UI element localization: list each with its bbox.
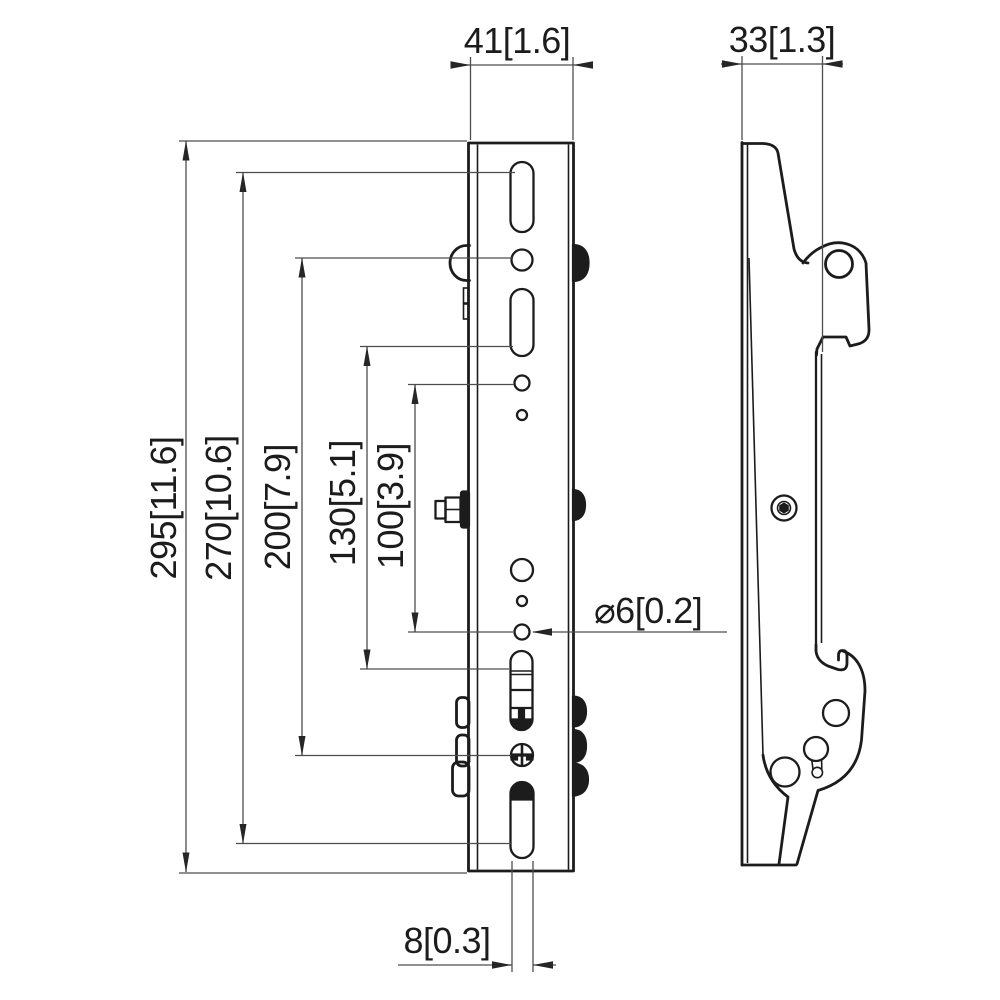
left-tab-1 bbox=[455, 696, 471, 729]
dim-side-depth: 33[1.3] bbox=[721, 19, 843, 352]
side-leg-inner bbox=[761, 753, 790, 866]
dim100-label: 100[3.9] bbox=[370, 443, 411, 569]
dim130-label: 130[5.1] bbox=[322, 440, 363, 566]
dim100-arrow-bottom bbox=[411, 612, 419, 633]
side-bulge-hole-lower bbox=[769, 756, 801, 788]
dim-span-100: 100[3.9] bbox=[370, 383, 514, 633]
side-hook-hole bbox=[824, 249, 854, 279]
torx-screw-inner bbox=[776, 500, 792, 516]
mount-slot-second bbox=[509, 287, 535, 358]
dim-slot-width: 8[0.3] bbox=[398, 861, 556, 972]
torx-screw bbox=[770, 494, 798, 522]
front-view bbox=[434, 141, 590, 873]
hole-260 bbox=[510, 248, 534, 272]
dim8-label: 8[0.3] bbox=[403, 920, 490, 961]
left-tab-3 bbox=[451, 760, 471, 798]
left-tab-2 bbox=[455, 733, 471, 768]
dim41-label: 41[1.6] bbox=[464, 20, 571, 61]
dim-span-200: 200[7.9] bbox=[257, 257, 512, 757]
torx-recess bbox=[779, 502, 789, 514]
dim295-arrow-bottom bbox=[182, 852, 190, 873]
dim200-arrow-bottom bbox=[298, 736, 306, 756]
side-keyhole bbox=[802, 735, 830, 779]
dim200-label: 200[7.9] bbox=[257, 444, 298, 570]
dim-hole-diameter: ⌀6[0.2] bbox=[532, 590, 727, 636]
latch-pin-stem bbox=[517, 707, 526, 721]
dim295-arrow-top bbox=[182, 140, 190, 161]
right-ear-clip bbox=[571, 243, 590, 283]
side-view bbox=[740, 141, 871, 867]
side-keyhole-circle bbox=[802, 735, 830, 763]
dim33-arrow-left bbox=[722, 60, 742, 68]
right-lower-bump-2 bbox=[571, 728, 588, 764]
torx-screw-outer bbox=[770, 494, 798, 522]
side-hook-outline bbox=[801, 241, 871, 357]
latch-slot-assembly bbox=[509, 649, 534, 732]
dim130-arrow-top bbox=[363, 346, 371, 366]
left-tab-small-2 bbox=[462, 303, 470, 320]
hole-383 bbox=[513, 374, 531, 392]
dim130-arrow-bottom bbox=[363, 649, 371, 670]
dim33-arrow-right bbox=[822, 60, 843, 68]
dim8-arrow-right bbox=[533, 961, 553, 969]
dim41-arrow-right bbox=[573, 61, 593, 69]
dim200-arrow-top bbox=[298, 257, 306, 278]
hole-601-small bbox=[515, 594, 529, 608]
phillips-screw bbox=[509, 742, 535, 768]
dim8-arrow-left bbox=[492, 961, 512, 969]
side-bottom-catch bbox=[814, 643, 849, 672]
dia6-label: ⌀6[0.2] bbox=[594, 590, 702, 631]
right-mid-bump bbox=[571, 488, 587, 522]
adjustment-bolt bbox=[434, 490, 471, 529]
side-keyhole-pin bbox=[811, 766, 824, 779]
latch-pin-foot bbox=[510, 718, 533, 731]
dim41-arrow-left bbox=[450, 61, 471, 69]
mount-slot-top bbox=[509, 160, 535, 234]
side-taper-line bbox=[748, 257, 764, 756]
dim-front-width: 41[1.6] bbox=[450, 20, 593, 140]
left-tab-small-1 bbox=[462, 287, 470, 304]
dim100-arrow-top bbox=[411, 384, 419, 404]
hole-632-dia6 bbox=[513, 623, 531, 641]
right-lower-bump-3 bbox=[571, 762, 590, 797]
side-bulge-hole-upper bbox=[821, 698, 851, 728]
dim295-label: 295[11.6] bbox=[143, 437, 184, 580]
side-upper-arm bbox=[740, 142, 810, 265]
hole-570 bbox=[509, 557, 535, 583]
phillips-wedge-right bbox=[525, 754, 534, 761]
left-ear-clip bbox=[448, 244, 471, 282]
dim33-label: 33[1.3] bbox=[729, 19, 836, 60]
dim270-label: 270[10.6] bbox=[198, 435, 239, 581]
phillips-wedge-left bbox=[510, 754, 519, 761]
dim-overall-height: 295[11.6] bbox=[143, 140, 467, 874]
dim270-arrow-bottom bbox=[239, 824, 247, 844]
bolt-flange bbox=[459, 490, 471, 529]
dia6-arrow bbox=[532, 628, 552, 636]
side-keyhole-neck-left bbox=[811, 759, 814, 770]
dimensions: 41[1.6] 33[1.3] 295[11.6] 270 bbox=[143, 19, 843, 972]
hole-415-small bbox=[515, 408, 529, 422]
dim270-arrow-top bbox=[239, 172, 247, 192]
bolt-tip bbox=[434, 499, 447, 520]
right-lower-bump-1 bbox=[571, 695, 588, 728]
dim-mount-span: 270[10.6] bbox=[198, 171, 515, 845]
side-lower-bulge bbox=[795, 649, 867, 866]
dim-span-130: 130[5.1] bbox=[322, 345, 513, 670]
bottom-slot-insert bbox=[509, 781, 535, 801]
